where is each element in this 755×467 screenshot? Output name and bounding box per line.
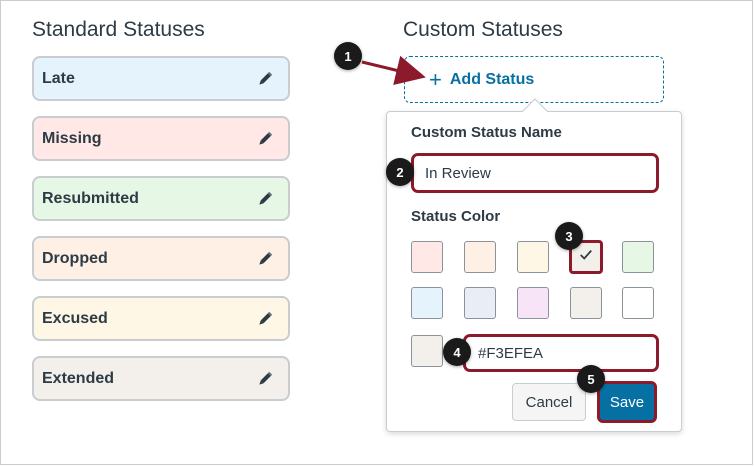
status-card-missing: Missing <box>32 116 290 161</box>
callout-badge-5: 5 <box>577 365 605 393</box>
color-swatch[interactable] <box>570 287 602 319</box>
status-card-label: Resubmitted <box>42 189 139 207</box>
color-swatch[interactable] <box>622 287 654 319</box>
color-swatch[interactable] <box>411 287 443 319</box>
custom-status-name-input[interactable]: In Review <box>411 153 659 193</box>
callout-badge-2: 2 <box>386 158 414 186</box>
pencil-icon[interactable] <box>256 70 274 88</box>
plus-icon: + <box>429 66 442 92</box>
color-swatch[interactable] <box>464 287 496 319</box>
custom-status-name-label: Custom Status Name <box>411 124 562 141</box>
hex-color-input[interactable]: #F3EFEA <box>463 334 659 372</box>
add-status-label: Add Status <box>449 70 535 88</box>
pencil-icon[interactable] <box>256 190 274 208</box>
callout-badge-3: 3 <box>555 222 583 250</box>
color-swatch[interactable] <box>517 241 549 273</box>
status-card-extended: Extended <box>32 356 290 401</box>
pencil-icon[interactable] <box>256 310 274 328</box>
status-card-dropped: Dropped <box>32 236 290 281</box>
pencil-icon[interactable] <box>256 130 274 148</box>
color-swatch[interactable] <box>517 287 549 319</box>
color-swatch[interactable] <box>411 241 443 273</box>
color-swatch[interactable] <box>622 241 654 273</box>
pencil-icon[interactable] <box>256 250 274 268</box>
add-status-button[interactable]: + Add Status <box>404 56 664 103</box>
status-card-resubmitted: Resubmitted <box>32 176 290 221</box>
callout-badge-4: 4 <box>443 338 471 366</box>
standard-statuses-heading: Standard Statuses <box>32 18 205 41</box>
status-card-label: Late <box>42 69 75 87</box>
hex-color-preview <box>411 335 443 367</box>
custom-statuses-heading: Custom Statuses <box>403 18 563 41</box>
status-card-excused: Excused <box>32 296 290 341</box>
status-card-late: Late <box>32 56 290 101</box>
cancel-button[interactable]: Cancel <box>512 383 586 421</box>
save-button[interactable]: Save <box>597 381 657 423</box>
checkmark-icon <box>579 248 593 267</box>
custom-status-name-value: In Review <box>425 164 491 182</box>
status-card-label: Dropped <box>42 249 108 267</box>
hex-color-value: #F3EFEA <box>478 344 544 362</box>
status-card-label: Missing <box>42 129 102 147</box>
color-swatch[interactable] <box>464 241 496 273</box>
status-color-label: Status Color <box>411 208 501 225</box>
callout-badge-1: 1 <box>334 42 362 70</box>
status-card-label: Excused <box>42 309 108 327</box>
pencil-icon[interactable] <box>256 370 274 388</box>
status-card-label: Extended <box>42 369 115 387</box>
